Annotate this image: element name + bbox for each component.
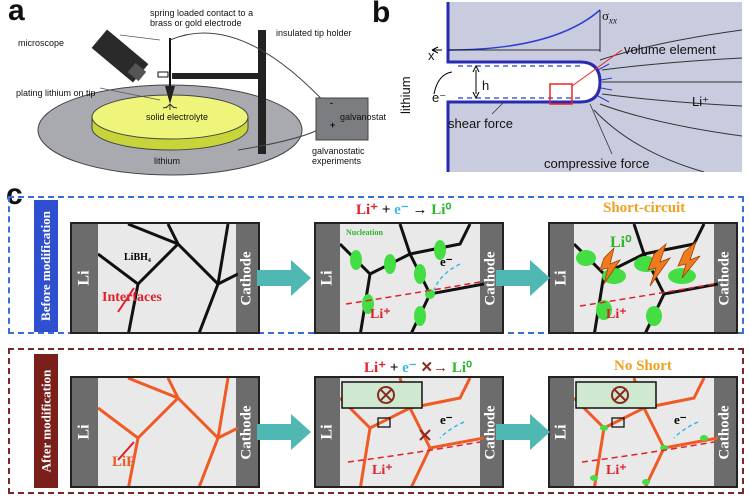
volume-element-label: volume element bbox=[624, 42, 716, 57]
electron-label: e⁻ bbox=[432, 90, 447, 105]
after-row-frame bbox=[8, 348, 744, 494]
e-minus-label-6: e⁻ bbox=[674, 412, 687, 427]
panel-a-diagram bbox=[37, 29, 369, 176]
galvanostat-box bbox=[315, 97, 369, 141]
before-panel-3: Li Cathode Li⁰ Li⁺ bbox=[548, 222, 738, 334]
plating-label: plating lithium on tip bbox=[16, 88, 96, 98]
li-plus-label-5: Li⁺ bbox=[372, 463, 393, 478]
lif-label: LiF bbox=[112, 454, 136, 470]
galvanostat-label: galvanostat bbox=[340, 112, 387, 122]
li-electrode: Li bbox=[72, 224, 98, 332]
spring-contact-label: spring loaded contact to a brass or gold… bbox=[150, 8, 254, 28]
lithium-label: lithium bbox=[154, 156, 181, 166]
li-zero-label: Li⁰ bbox=[610, 234, 632, 251]
lithium-outline bbox=[446, 2, 602, 172]
volume-element-box bbox=[549, 83, 573, 105]
sigma-label: σxx bbox=[602, 8, 618, 26]
panel-b-diagram bbox=[404, 2, 742, 172]
li-plus-label-6: Li⁺ bbox=[606, 463, 627, 478]
before-panel-1: Li Cathode LiBH₄ Interfaces bbox=[70, 222, 260, 334]
compressive-force-label: compressive force bbox=[544, 156, 650, 171]
arrow-after-2 bbox=[496, 414, 550, 450]
equation-before: Li⁺ + e⁻ → Li⁰ bbox=[356, 202, 452, 218]
before-panel-2: Li Cathode Nucleation e⁻ Li⁺ bbox=[314, 222, 504, 334]
microscope-shape bbox=[91, 29, 149, 83]
after-panel-3: Li Cathode e⁻ Li⁺ bbox=[548, 376, 738, 488]
panel-c-label: c bbox=[6, 178, 23, 211]
x-axis-label: x bbox=[428, 48, 435, 63]
li-plus-label: Li⁺ bbox=[370, 307, 391, 322]
after-panel-1: Li Cathode LiF bbox=[70, 376, 260, 488]
li-ion-label: Li⁺ bbox=[692, 94, 709, 109]
solid-electrolyte-label: solid electrolyte bbox=[146, 112, 209, 122]
cathode-electrode: Cathode bbox=[236, 224, 258, 332]
galvanostat-plus: + bbox=[330, 120, 336, 130]
panel-b-label: b bbox=[372, 0, 391, 29]
before-sidebar: Before modification bbox=[34, 200, 58, 332]
interfaces-label: Interfaces bbox=[102, 290, 162, 305]
microscope-label: microscope bbox=[18, 38, 65, 48]
libh4-label: LiBH₄ bbox=[124, 252, 151, 263]
li-plus-label-3: Li⁺ bbox=[606, 307, 627, 322]
equation-after: Li⁺ + e⁻ ✕→ Li⁰ bbox=[364, 360, 472, 376]
arrow-before-1 bbox=[257, 260, 311, 296]
no-short-title: No Short bbox=[614, 358, 672, 374]
e-minus-label: e⁻ bbox=[440, 254, 453, 269]
experiments-label: galvanostatic experiments bbox=[312, 146, 365, 166]
after-sidebar: After modification bbox=[34, 354, 58, 488]
arrow-before-2 bbox=[496, 260, 550, 296]
h-label: h bbox=[482, 78, 490, 93]
e-minus-label-5: e⁻ bbox=[440, 412, 453, 427]
short-circuit-title: Short-circuit bbox=[603, 200, 686, 216]
panel-a-label: a bbox=[8, 0, 25, 27]
nucleation-label: Nucleation bbox=[346, 228, 383, 237]
lithium-vertical-label: lithium bbox=[398, 76, 413, 114]
insulated-holder-label: insulated tip holder bbox=[276, 28, 352, 38]
arrow-after-1 bbox=[257, 414, 311, 450]
shear-force-label: shear force bbox=[448, 116, 514, 131]
after-panel-2: Li Cathode e⁻ Li⁺ bbox=[314, 376, 504, 488]
galvanostat-minus: - bbox=[330, 98, 333, 108]
